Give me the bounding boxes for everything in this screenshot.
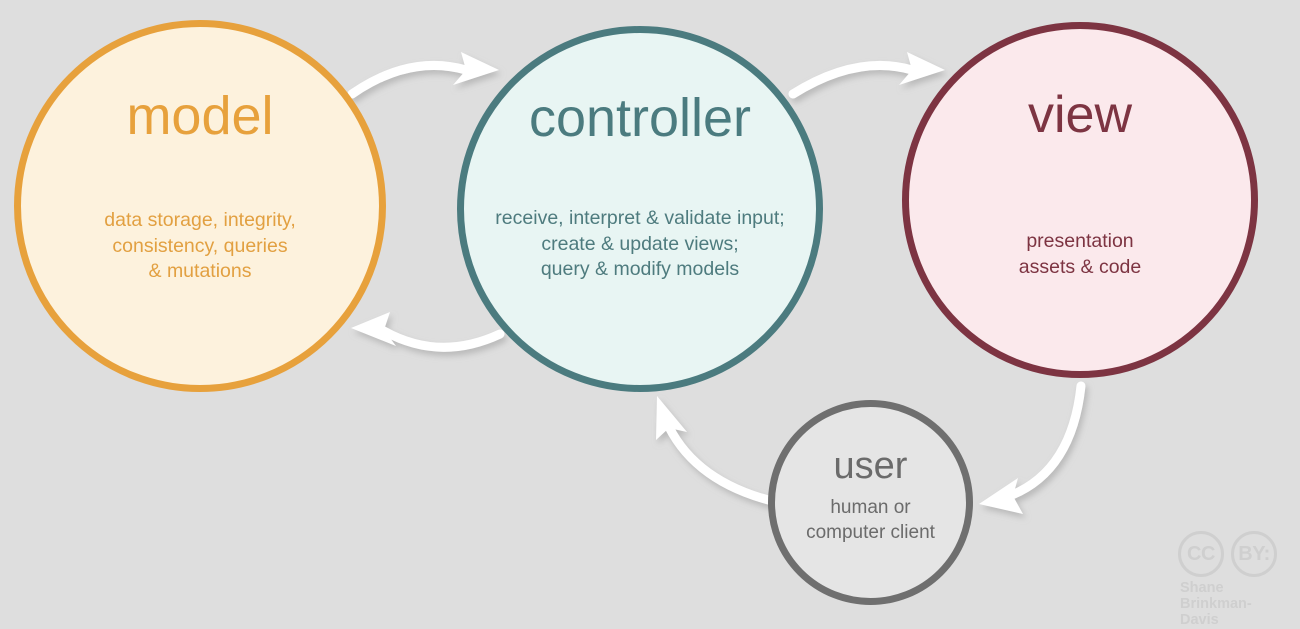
node-model[interactable]: model data storage, integrity,consistenc… (14, 20, 386, 392)
arrow-controller-to-model (351, 312, 505, 352)
creative-commons-icon: CC (1178, 531, 1224, 577)
author-name: Shane Brinkman-Davis (1180, 580, 1290, 629)
creative-commons-attribution: CC BY: Shane Brinkman-Davis (1178, 531, 1290, 628)
arrow-controller-to-view (788, 52, 945, 99)
node-user-title: user (833, 445, 908, 487)
node-controller[interactable]: controller receive, interpret & validate… (457, 26, 823, 392)
author-name-line2: Brinkman-Davis (1180, 596, 1252, 629)
arrow-model-to-controller (347, 52, 499, 99)
node-model-title: model (126, 86, 274, 146)
node-controller-title: controller (528, 88, 752, 148)
node-view-title: view (1027, 86, 1133, 144)
node-controller-description: receive, interpret & validate input;crea… (495, 207, 785, 281)
arrow-view-to-user (979, 381, 1086, 514)
cc-badge-icons: CC BY: (1178, 531, 1290, 577)
attribution-by-icon: BY: (1231, 531, 1277, 577)
node-model-description: data storage, integrity,consistency, que… (104, 209, 296, 283)
author-name-line1: Shane (1180, 580, 1224, 596)
